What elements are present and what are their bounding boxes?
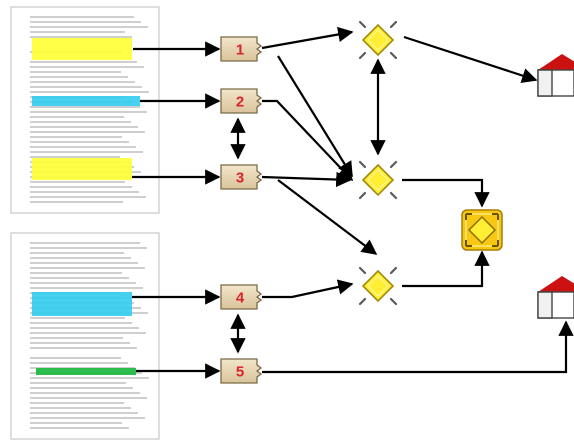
text-line — [30, 407, 131, 409]
text-line — [30, 397, 147, 399]
arrow-tag-3-diamond-low — [277, 179, 378, 255]
tag-icon — [220, 164, 263, 190]
text-line — [30, 116, 124, 118]
text-line — [30, 36, 132, 38]
text-line — [30, 242, 140, 244]
text-line — [30, 247, 147, 249]
text-line — [30, 257, 131, 259]
tag-4: 4 — [220, 284, 263, 310]
text-line — [30, 262, 138, 264]
merge-node-icon — [461, 209, 503, 251]
text-line — [30, 111, 147, 113]
text-line — [30, 417, 145, 419]
tag-number: 3 — [236, 170, 244, 187]
diamond-node-icon — [358, 266, 398, 306]
text-line — [30, 106, 140, 108]
tag-icon — [220, 88, 263, 114]
text-line — [30, 131, 145, 133]
text-line — [30, 282, 136, 284]
tag-3: 3 — [220, 164, 263, 190]
text-line — [30, 21, 141, 23]
text-line — [30, 71, 121, 73]
tag-icon — [220, 358, 263, 384]
arrow-diamond-low-merge — [402, 250, 490, 288]
text-line — [30, 26, 148, 28]
text-line — [30, 136, 122, 138]
text-line — [30, 412, 138, 414]
text-line — [30, 362, 128, 364]
highlight-yellow — [32, 158, 132, 180]
text-line — [30, 377, 149, 379]
house-icon — [537, 276, 574, 319]
text-line — [30, 357, 121, 359]
text-line — [30, 347, 137, 349]
tag-icon — [220, 36, 263, 62]
document-2 — [10, 232, 160, 440]
tag-number: 5 — [236, 364, 244, 381]
text-line — [30, 66, 144, 68]
arrow-tag-5-house — [262, 320, 574, 374]
arrow-tag-3-diamond-mid — [261, 171, 352, 188]
text-line — [30, 126, 138, 128]
text-line — [30, 267, 145, 269]
tag-number: 2 — [236, 94, 244, 111]
text-line — [30, 337, 123, 339]
text-line — [30, 61, 137, 63]
highlight-blue — [32, 292, 132, 316]
arrow-diamond-mid-merge — [402, 178, 490, 208]
text-line — [30, 196, 146, 198]
text-line — [30, 317, 125, 319]
text-line — [30, 382, 126, 384]
arrow-diamond-top-house — [403, 35, 538, 84]
text-line — [30, 181, 125, 183]
text-line — [30, 272, 122, 274]
text-line — [30, 342, 130, 344]
arrow-tag-1-diamond-mid — [277, 55, 353, 178]
text-line — [30, 422, 122, 424]
text-line — [30, 387, 133, 389]
house-icon — [537, 54, 574, 97]
text-line — [30, 322, 132, 324]
text-line — [30, 186, 132, 188]
text-line — [30, 91, 149, 93]
text-line — [30, 16, 134, 18]
text-line — [30, 146, 136, 148]
text-line — [30, 156, 120, 158]
text-line — [30, 201, 123, 203]
text-line — [30, 287, 143, 289]
tag-5: 5 — [220, 358, 263, 384]
diamond-node-icon — [358, 20, 398, 60]
text-line — [30, 191, 139, 193]
diamond-node-icon — [358, 160, 398, 200]
text-line — [30, 427, 129, 429]
text-line — [30, 277, 129, 279]
highlight-blue — [32, 96, 140, 106]
text-line — [30, 81, 135, 83]
text-line — [30, 86, 142, 88]
tag-number: 1 — [236, 42, 244, 59]
tag-1: 1 — [220, 36, 263, 62]
text-line — [30, 252, 124, 254]
text-line — [30, 151, 143, 153]
highlight-green — [36, 368, 136, 375]
arrow-tag-1-diamond-top — [261, 26, 354, 50]
text-line — [30, 392, 140, 394]
document-1 — [10, 6, 160, 214]
text-line — [30, 402, 124, 404]
tag-2: 2 — [220, 88, 263, 114]
arrow-tag-2-diamond-mid — [262, 99, 354, 182]
text-line — [30, 141, 129, 143]
text-line — [30, 76, 128, 78]
highlight-yellow — [32, 38, 132, 60]
tag-number: 4 — [236, 290, 245, 307]
text-line — [30, 31, 125, 33]
text-line — [30, 327, 139, 329]
tag-icon — [220, 284, 263, 310]
arrow-tag-4-diamond-low — [262, 279, 354, 299]
text-line — [30, 121, 131, 123]
text-line — [30, 332, 146, 334]
arrows — [132, 26, 574, 379]
